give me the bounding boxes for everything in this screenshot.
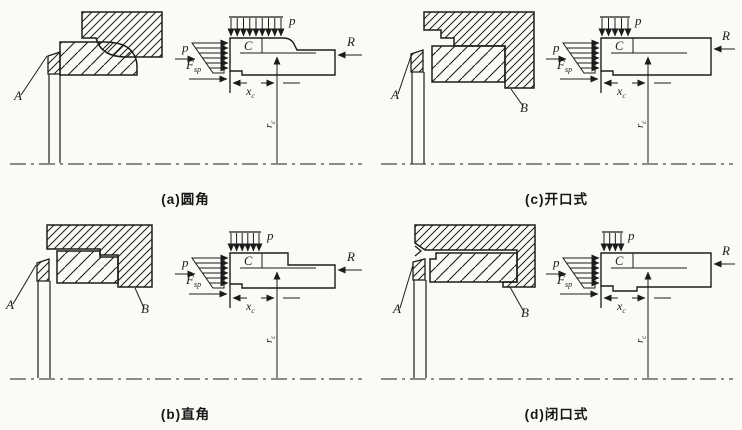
label-pressure-top: p xyxy=(266,228,274,243)
label-part-a: A xyxy=(390,87,399,102)
panel-b-caption: (b)直角 xyxy=(160,407,211,422)
label-r-dim: rc xyxy=(263,336,277,343)
ring-free-body-outline xyxy=(600,252,712,292)
label-pressure-side: p xyxy=(181,40,189,55)
part-a-section xyxy=(47,51,61,75)
panel-a-caption: (a)圆角 xyxy=(161,192,210,207)
panel-d-caption: (d)闭口式 xyxy=(524,407,589,422)
label-pressure-top: p xyxy=(288,13,296,28)
label-x-dim: xc xyxy=(616,299,626,315)
label-pressure-top: p xyxy=(627,228,635,243)
label-pressure-side: p xyxy=(552,40,560,55)
part-a-section xyxy=(36,258,50,282)
ring-free-body-outline xyxy=(229,37,336,76)
side-pressure-distribution xyxy=(191,42,225,74)
label-r-dim: rc xyxy=(634,336,648,343)
label-part-b: B xyxy=(141,301,149,316)
label-r-dim: rc xyxy=(634,121,648,128)
label-pressure-side: p xyxy=(181,255,189,270)
side-pressure-distribution xyxy=(562,257,596,289)
outer-part-section xyxy=(46,224,153,288)
label-x-dim: xc xyxy=(245,84,255,100)
label-part-b: B xyxy=(520,100,528,115)
label-reaction: R xyxy=(721,243,730,258)
label-spring-force: Fsp xyxy=(556,57,572,74)
label-pressure-side: p xyxy=(552,255,560,270)
label-centroid: C xyxy=(615,39,624,53)
ring-section xyxy=(59,41,138,76)
label-part-a: A xyxy=(392,301,401,316)
ring-section xyxy=(431,45,506,83)
label-x-dim: xc xyxy=(245,299,255,315)
side-pressure-distribution xyxy=(191,257,225,289)
label-reaction: R xyxy=(721,28,730,43)
label-centroid: C xyxy=(244,254,253,268)
label-r-dim: rc xyxy=(263,121,277,128)
label-x-dim: xc xyxy=(616,84,626,100)
label-part-a: A xyxy=(13,88,22,103)
label-centroid: C xyxy=(615,254,624,268)
ring-section xyxy=(56,250,119,284)
label-part-b: B xyxy=(521,305,529,320)
label-reaction: R xyxy=(346,249,355,264)
label-spring-force: Fsp xyxy=(185,272,201,289)
label-part-a: A xyxy=(5,297,14,312)
part-a-section xyxy=(412,258,426,281)
label-centroid: C xyxy=(244,39,253,53)
label-spring-force: Fsp xyxy=(556,272,572,289)
label-spring-force: Fsp xyxy=(185,57,201,74)
panel-c-caption: (c)开口式 xyxy=(525,192,588,207)
label-pressure-top: p xyxy=(634,13,642,28)
part-a-section xyxy=(410,49,424,73)
side-pressure-distribution xyxy=(562,42,596,74)
label-reaction: R xyxy=(346,34,355,49)
ring-free-body-outline xyxy=(229,252,336,289)
ring-section xyxy=(429,252,518,283)
